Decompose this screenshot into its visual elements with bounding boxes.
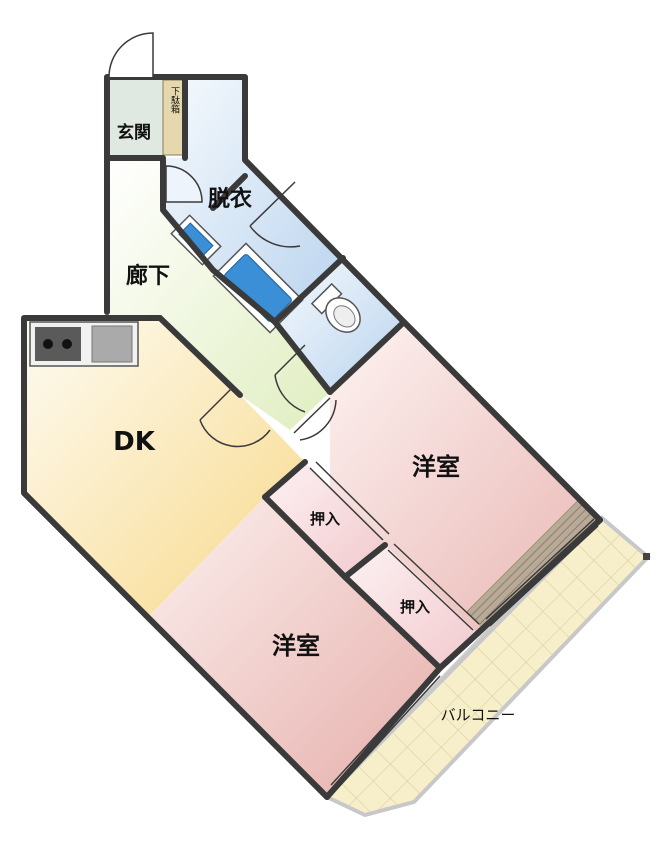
- closet-sliding-doors: [309, 461, 480, 631]
- burner-1: [43, 339, 53, 349]
- sink: [91, 325, 133, 363]
- western-room-2-floor: [150, 497, 440, 797]
- hallway-label: 廊下: [126, 263, 170, 289]
- walls: [21, 74, 603, 800]
- closet-2-label: 押入: [400, 598, 430, 616]
- washbasin: [170, 214, 222, 266]
- toilet: [310, 282, 361, 333]
- closet-1-label: 押入: [310, 510, 340, 528]
- balcony-label: バルコニー: [441, 706, 516, 724]
- entrance-floor: [107, 77, 163, 158]
- western-room-1-label: 洋室: [412, 453, 460, 481]
- entrance-label: 玄関: [117, 122, 151, 143]
- door-swings: [108, 32, 337, 448]
- shoe-box-label: 下駄箱: [169, 87, 180, 115]
- closet-2-floor: [345, 545, 478, 668]
- stove: [35, 327, 81, 361]
- bathtub: [212, 242, 304, 334]
- western-room-2-label: 洋室: [272, 632, 320, 660]
- balcony-drain: [643, 553, 650, 560]
- balcony-windows: [330, 518, 599, 791]
- dressing-label: 脱衣: [208, 186, 252, 212]
- closet-1-floor: [265, 462, 385, 577]
- burner-2: [62, 339, 72, 349]
- dk-label: DK: [113, 427, 156, 457]
- window-sill-hatch: [466, 500, 600, 630]
- hallway-floor: [107, 158, 330, 430]
